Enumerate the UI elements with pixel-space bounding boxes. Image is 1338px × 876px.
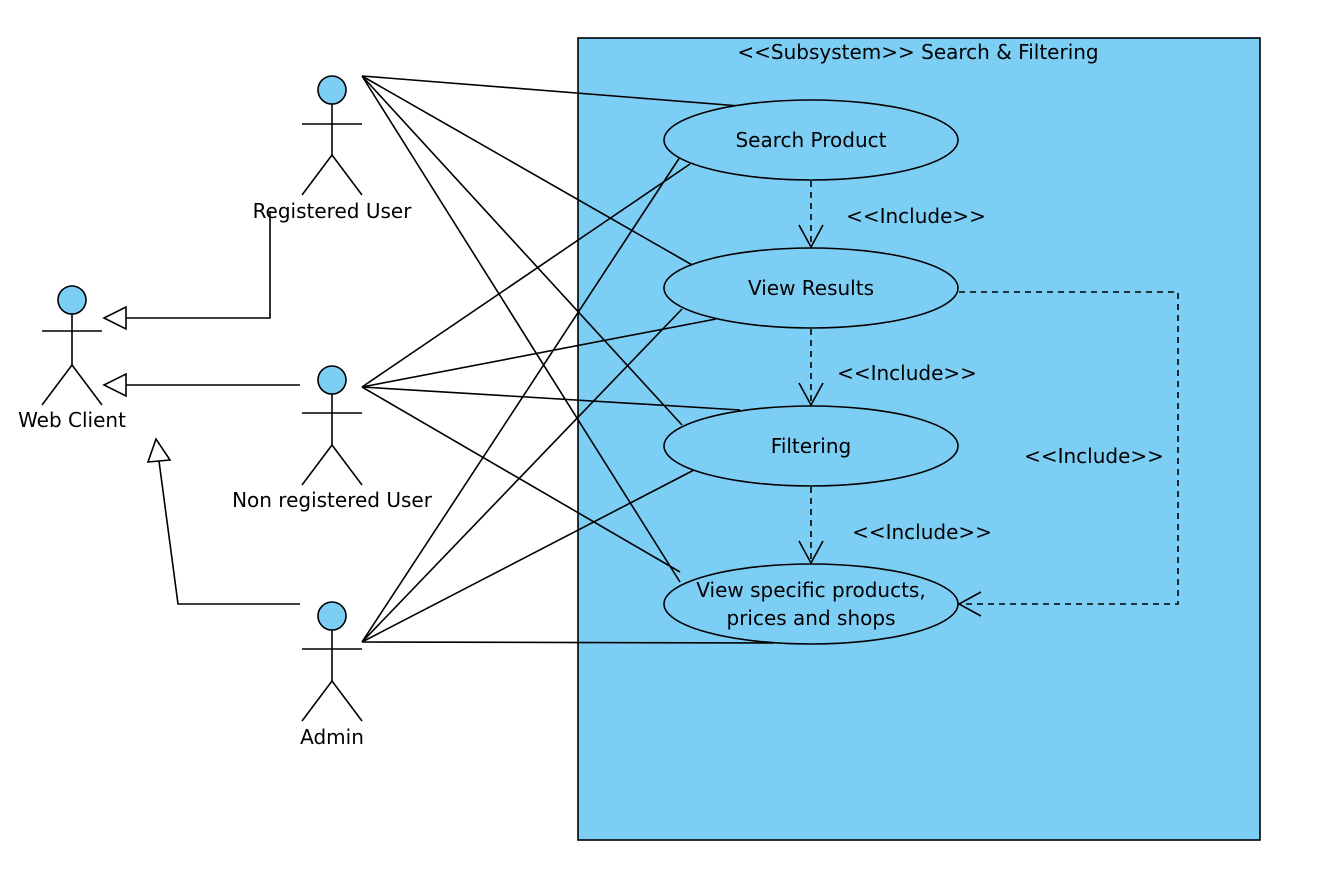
assoc-registered-specific [361,75,681,583]
actor-web-client-label: Web Client [18,408,126,432]
actor-web-client-head [57,285,87,315]
usecase-search-product-label: Search Product [735,128,886,152]
actor-registered-user-label: Registered User [253,199,413,223]
assoc-nonreg-filtering [361,386,741,411]
subsystem-title: <<Subsystem>> Search & Filtering [737,40,1098,64]
usecase-view-specific[interactable]: View specific products, prices and shops [663,563,959,645]
usecase-view-specific-label-line2: prices and shops [727,606,896,630]
assoc-admin-filtering [361,469,695,643]
assoc-admin-search [361,156,681,643]
generalization-nonreg-to-webclient [102,372,300,398]
assoc-nonreg-specific [361,386,681,573]
include-search-to-results: <<Include>> [798,181,986,249]
usecase-search-product[interactable]: Search Product [663,99,959,181]
assoc-registered-results [361,75,695,267]
actor-registered-user[interactable]: Registered User [253,75,413,223]
assoc-registered-filtering [361,75,683,426]
usecase-view-specific-label-line1: View specific products, [696,578,925,602]
label-backdrop [222,484,444,514]
assoc-nonreg-search [361,163,691,388]
actor-web-client[interactable]: Web Client [18,285,126,432]
generalization-admin-to-webclient [146,437,300,605]
assoc-admin-results [361,308,683,643]
actor-non-registered-user-head [317,365,347,395]
include-results-to-specific: <<Include>> [957,291,1179,617]
usecase-filtering[interactable]: Filtering [663,405,959,487]
actor-registered-user-head [317,75,347,105]
actor-non-registered-user[interactable]: Non registered User [232,365,433,512]
include-results-to-filtering: <<Include>> [798,329,977,407]
include-label-3: <<Include>> [852,520,992,544]
actor-admin-label: Admin [300,725,364,749]
generalization-registered-to-webclient [102,211,271,331]
include-label-2: <<Include>> [837,361,977,385]
include-label-1: <<Include>> [846,204,986,228]
usecase-filtering-label: Filtering [771,434,851,458]
assoc-nonreg-results [361,318,717,388]
usecase-view-results-label: View Results [748,276,874,300]
assoc-registered-search [361,75,741,107]
include-filtering-to-specific: <<Include>> [798,487,992,565]
associations-non-registered-user [361,163,741,573]
associations-registered-user [361,75,741,583]
actor-admin[interactable]: Admin [300,601,364,749]
usecase-view-results[interactable]: View Results [663,247,959,329]
actor-admin-head [317,601,347,631]
actor-non-registered-user-label: Non registered User [232,488,433,512]
associations-admin [361,156,775,644]
include-label-4: <<Include>> [1024,444,1164,468]
assoc-admin-specific [361,641,775,644]
